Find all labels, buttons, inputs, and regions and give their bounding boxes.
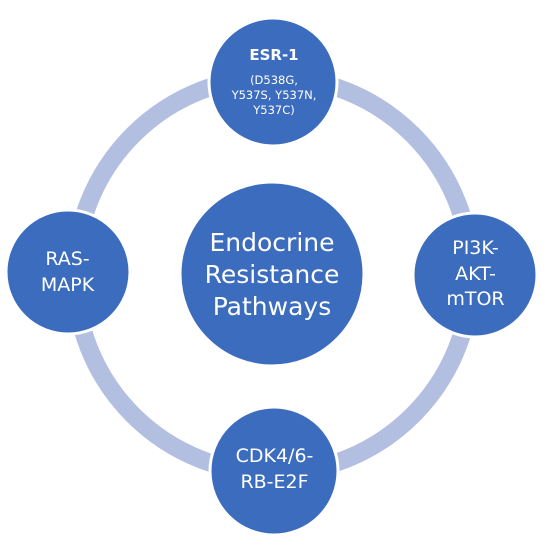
center-label-line-2: Resistance — [204, 260, 340, 289]
ras-label-line-2: MAPK — [40, 273, 95, 296]
pi3k-akt-mtor-label: PI3K- AKT- mTOR — [418, 222, 533, 327]
esr1-mutations-line-1: (D538G, — [250, 72, 298, 87]
cdk-rb-e2f-node — [208, 405, 340, 537]
cdk-rb-e2f-label: CDK4/6- RB-E2F — [212, 420, 337, 520]
center-label: Endocrine Resistance Pathways — [182, 200, 362, 350]
ras-mapk-label: RAS- MAPK — [10, 220, 125, 325]
esr1-mutations-line-2: Y537S, Y537N, — [231, 87, 317, 102]
pi3k-label-line-1: PI3K- — [452, 237, 499, 260]
esr1-label: ESR-1 (D538G, Y537S, Y537N, Y537C) — [214, 32, 334, 132]
esr1-mutations-line-3: Y537C) — [253, 103, 295, 118]
esr1-node — [207, 16, 339, 148]
pi3k-label-line-2: AKT- — [455, 262, 496, 285]
center-label-line-3: Pathways — [212, 292, 332, 321]
cdk-label-line-2: RB-E2F — [240, 471, 309, 493]
cdk-label-line-1: CDK4/6- — [235, 445, 314, 468]
esr1-title: ESR-1 — [249, 45, 299, 64]
center-label-line-1: Endocrine — [209, 228, 335, 257]
pi3k-akt-mtor-node — [411, 211, 539, 339]
ras-mapk-node — [4, 208, 132, 336]
pi3k-label-line-3: mTOR — [446, 288, 505, 311]
ras-label-line-1: RAS- — [45, 247, 90, 270]
center-node — [178, 180, 366, 368]
